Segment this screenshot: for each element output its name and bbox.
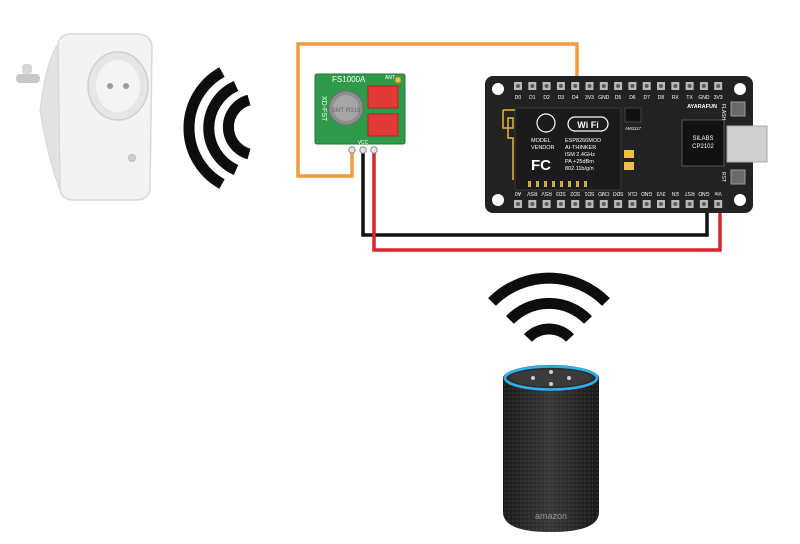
top-pin-label: D2 bbox=[543, 95, 550, 101]
top-pin-hole bbox=[616, 84, 621, 88]
top-pin-label: GND bbox=[598, 95, 610, 101]
gnd-wire bbox=[361, 150, 709, 237]
top-pin-hole bbox=[587, 84, 592, 88]
bottom-pin-label: 3V3 bbox=[656, 190, 665, 196]
bottom-pin-hole bbox=[516, 202, 520, 206]
bottom-pin-hole bbox=[558, 202, 563, 206]
smart-speaker-icon bbox=[503, 365, 599, 532]
model-line-1: MODEL bbox=[531, 138, 551, 144]
bottom-pin-hole bbox=[687, 202, 692, 206]
nodemcu-top-pin-headers: D0 D1 D2 D3 D4 3V3 GND D5 D6 D7 D8 RX TX GND 3V3 bbox=[514, 82, 723, 101]
fc-mark: FC bbox=[531, 157, 551, 174]
rf-pin-label: VCC bbox=[358, 140, 369, 146]
top-pin-label: D3 bbox=[558, 95, 565, 101]
spec-line-5: 802.11b/g/n bbox=[565, 166, 594, 172]
bottom-pin-label: EN bbox=[671, 190, 678, 196]
top-pin-label: D4 bbox=[572, 95, 579, 101]
top-pin-label: 3V3 bbox=[585, 95, 594, 101]
flash-label: FLASH bbox=[720, 104, 726, 121]
data-wire bbox=[296, 42, 579, 178]
bottom-pin-hole bbox=[616, 202, 621, 206]
wireless-signal-icon bbox=[183, 67, 251, 189]
bottom-pin-label: A0 bbox=[515, 190, 521, 196]
regulator-label: AM1117 bbox=[625, 126, 642, 131]
rf-side-label: XD-FST bbox=[320, 96, 327, 122]
bottom-pin-label: RSV bbox=[526, 190, 537, 196]
top-pin-label: D5 bbox=[615, 95, 622, 101]
wires bbox=[296, 42, 722, 252]
top-pin-label: D7 bbox=[643, 95, 650, 101]
top-pin-hole bbox=[530, 84, 535, 88]
rf-pin-label: DATA bbox=[336, 147, 349, 153]
speaker-brand-label: amazon bbox=[535, 511, 567, 521]
top-pin-label: D8 bbox=[658, 95, 665, 101]
top-pin-hole bbox=[673, 84, 678, 88]
bottom-pin-hole bbox=[530, 202, 535, 206]
bottom-pin-label: GND bbox=[698, 190, 710, 196]
bottom-pin-hole bbox=[716, 202, 721, 206]
top-pin-hole bbox=[716, 84, 721, 88]
bottom-pin-label: CLK bbox=[627, 190, 637, 196]
vcc-wire bbox=[372, 150, 722, 252]
smart-plug-icon bbox=[16, 33, 153, 201]
bottom-pin-label: Vin bbox=[714, 190, 721, 196]
bottom-pin-hole bbox=[701, 202, 706, 206]
top-pin-label: GND bbox=[698, 95, 710, 101]
spec-line-1: ESP8266MOD bbox=[565, 138, 601, 144]
top-pin-hole bbox=[644, 84, 649, 88]
top-pin-hole bbox=[544, 84, 549, 88]
rf-pin-label: GND bbox=[378, 147, 390, 153]
top-pin-label: TX bbox=[686, 95, 693, 101]
bottom-pin-label: SD2 bbox=[570, 190, 580, 196]
bottom-pin-label: GND bbox=[641, 190, 653, 196]
top-pin-hole bbox=[601, 84, 606, 88]
top-pin-label: D1 bbox=[529, 95, 536, 101]
bottom-pin-label: SD3 bbox=[556, 190, 566, 196]
top-pin-hole bbox=[558, 84, 563, 88]
rf-pin-labels: DATA VCC GND bbox=[336, 140, 390, 153]
top-pin-hole bbox=[687, 84, 692, 88]
rf-transmitter-module bbox=[314, 73, 406, 154]
top-pin-hole bbox=[573, 84, 578, 88]
bottom-pin-label: RST bbox=[685, 190, 695, 196]
usb-chip-line-1: SILABS bbox=[692, 136, 713, 142]
bottom-pin-hole bbox=[573, 202, 578, 206]
rst-label: RST bbox=[720, 172, 726, 182]
bottom-pin-hole bbox=[659, 202, 663, 206]
top-pin-label: 3V3 bbox=[714, 95, 723, 101]
bottom-pin-hole bbox=[644, 202, 649, 206]
top-pin-hole bbox=[516, 84, 520, 88]
top-pin-hole bbox=[701, 84, 706, 88]
rf-ant-label: ANT bbox=[385, 75, 395, 81]
rf-model-label: FS1000A bbox=[332, 75, 366, 84]
usb-chip-line-2: CP2102 bbox=[692, 144, 714, 150]
nodemcu-board bbox=[485, 76, 768, 213]
bottom-pin-hole bbox=[601, 202, 606, 206]
bottom-pin-label: CMD bbox=[598, 190, 610, 196]
brand-label: AYARAFUN bbox=[687, 104, 717, 110]
spec-line-2: AI-THINKER bbox=[565, 145, 596, 151]
bottom-pin-hole bbox=[587, 202, 592, 206]
bottom-pin-hole bbox=[630, 202, 635, 206]
bottom-pin-label: SD1 bbox=[584, 190, 594, 196]
rf-crystal-label: SMT R315 bbox=[332, 108, 361, 114]
top-pin-hole bbox=[659, 84, 663, 88]
top-pin-hole bbox=[630, 84, 635, 88]
bottom-pin-label: SDO bbox=[613, 190, 624, 196]
top-pin-label: D6 bbox=[629, 95, 636, 101]
spec-line-4: PA +25dBm bbox=[565, 159, 594, 165]
spec-line-3: ISM 2.4GHz bbox=[565, 152, 595, 158]
bottom-pin-hole bbox=[544, 202, 549, 206]
model-line-2: VENDOR bbox=[531, 145, 555, 151]
bottom-pin-label: RSV bbox=[541, 190, 552, 196]
top-pin-label: D0 bbox=[515, 95, 522, 101]
wifi-signal-icon bbox=[488, 272, 610, 343]
wifi-label: Wi Fi bbox=[577, 120, 598, 130]
top-pin-label: RX bbox=[672, 95, 680, 101]
bottom-pin-hole bbox=[673, 202, 678, 206]
